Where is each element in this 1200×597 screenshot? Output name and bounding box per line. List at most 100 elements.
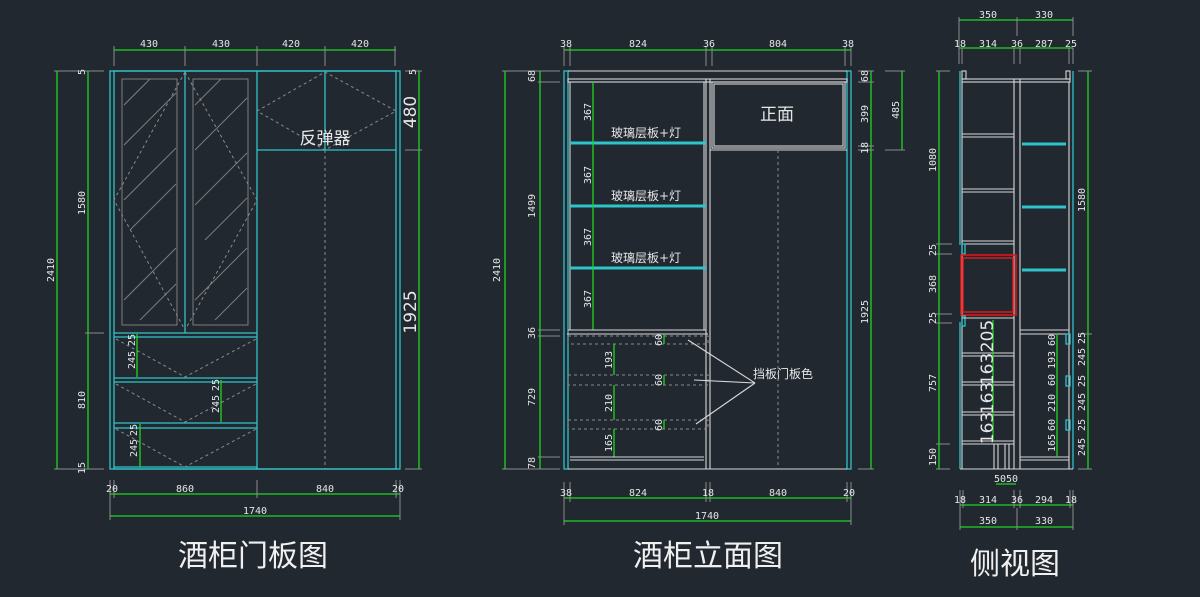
door-bottom-dim-3: 840	[316, 484, 334, 495]
shelf-dim-3: 367	[583, 228, 594, 246]
elev-bottom-dimensions: 38 824 18 840 20 1740	[560, 482, 855, 525]
side-inner-right-dim-6: 165	[1047, 434, 1058, 452]
elev-top-dim-2: 824	[629, 39, 647, 50]
door-view-title: 酒柜门板图	[178, 539, 328, 574]
side-left-dim-5: 757	[928, 374, 939, 392]
door-panel-view: 430 430 420 420	[46, 39, 422, 574]
front-box	[711, 81, 846, 149]
side-view-title: 侧视图	[970, 547, 1060, 582]
drawer-2-height: 245	[211, 395, 222, 413]
side-bottom-inner-1: 18	[954, 495, 966, 506]
side-top-inner-4: 287	[1035, 39, 1053, 50]
side-top-inner-1: 18	[954, 39, 966, 50]
elev-side-panel-left	[563, 70, 569, 470]
baffle-label: 挡板门板色	[753, 366, 813, 381]
side-left-dim-4: 25	[928, 312, 939, 324]
shelf-dim-1: 367	[583, 103, 594, 121]
elev-right-dim-lower: 1925	[860, 300, 871, 324]
door-dim-total-height: 2410	[46, 258, 57, 282]
baffle-dim-3: 60	[654, 419, 665, 431]
side-top-inner-2: 314	[979, 39, 997, 50]
side-view: 350 330 18 314 36 287 25	[928, 10, 1092, 582]
drawer-2-gap: 25	[211, 379, 222, 391]
side-inner-left-dim-1: 205	[978, 320, 998, 352]
elev-top-dim-5: 38	[842, 39, 854, 50]
elevation-view-title: 酒柜立面图	[633, 539, 783, 574]
glass-doors	[113, 71, 258, 469]
side-bottom-inner-5: 18	[1065, 495, 1077, 506]
drawer-1-height: 245	[127, 351, 138, 369]
elev-dim-mid: 36	[527, 327, 538, 339]
baffles	[567, 335, 709, 430]
side-bottom-outer-2: 330	[1035, 516, 1053, 527]
side-inner-left-dim-2: 163	[978, 353, 998, 385]
shelf-dim-2: 367	[583, 166, 594, 184]
side-left-dimensions: 1080 25 368 25 757 150	[928, 70, 952, 470]
space-dim-1: 193	[604, 351, 615, 369]
side-right-dimensions: 1580 25 245 25 245 25 245	[1077, 70, 1092, 470]
door-dim-lower: 810	[77, 391, 88, 409]
door-top-dim-3: 420	[282, 39, 300, 50]
shelf-label-2: 玻璃层板+灯	[611, 189, 681, 203]
elev-right-dimensions: 68 399 18 1925 485	[858, 70, 905, 470]
elev-bottom-dim-2: 824	[629, 488, 647, 499]
glass-panel-right	[192, 78, 249, 326]
side-right-dim-lower-3: 25	[1077, 375, 1088, 387]
door-dim-bottom: 15	[77, 462, 88, 474]
door-right-dimensions: 5 480 1925	[401, 69, 422, 470]
elev-dim-upper: 1499	[527, 194, 538, 218]
elev-side-panel-right	[846, 70, 852, 470]
elev-dim-lower: 729	[527, 388, 538, 406]
side-top-inner-5: 25	[1065, 39, 1077, 50]
side-left-dim-1: 1080	[928, 148, 939, 172]
baffle-leader-lines	[687, 339, 756, 425]
elev-right-dim-top: 68	[860, 70, 871, 82]
glass-panel-left	[121, 78, 178, 326]
shelf-label-1: 玻璃层板+灯	[611, 126, 681, 140]
front-label: 正面	[760, 105, 794, 125]
elev-top-dim-4: 804	[769, 39, 787, 50]
baffle-1	[567, 335, 709, 345]
elev-top-panel	[567, 78, 848, 83]
side-right-dim-upper: 1580	[1077, 188, 1088, 212]
right-doors: 反弹器	[256, 71, 398, 469]
rebound-device-label: 反弹器	[300, 129, 351, 149]
elev-right-dim-box: 399	[860, 105, 871, 123]
elev-top-dim-1: 38	[560, 39, 572, 50]
elev-bottom-dim-1: 38	[560, 488, 572, 499]
side-body: 205 163 163 163 60 193 60 210 60 165	[959, 70, 1074, 470]
elev-overall-width: 1740	[695, 511, 719, 522]
shelf-dim-4: 367	[583, 290, 594, 308]
elev-dim-bottom: 78	[527, 457, 538, 469]
door-overall-width: 1740	[243, 506, 267, 517]
side-left-dim-6: 150	[928, 448, 939, 466]
side-right-dim-lower-6: 245	[1077, 438, 1088, 456]
side-bottom-dimensions: 5050 18 314 36 294 18 350 330	[954, 474, 1077, 530]
side-top-dimensions: 350 330 18 314 36 287 25	[954, 10, 1077, 64]
side-inner-left-dim-4: 163	[978, 412, 998, 444]
side-left-dim-3: 368	[928, 275, 939, 293]
open-niche-highlight	[960, 254, 1017, 316]
side-foot-dims: 5050	[994, 474, 1018, 485]
elev-dim-top: 68	[527, 70, 538, 82]
side-right-dim-lower-1: 25	[1077, 332, 1088, 344]
space-dim-3: 165	[604, 434, 615, 452]
elev-bottom-dim-3: 18	[702, 488, 714, 499]
side-inner-right-dim-2: 193	[1047, 351, 1058, 369]
glass-hatching	[123, 78, 248, 321]
side-inner-left-dim-3: 163	[978, 382, 998, 414]
elev-top-dim-3: 36	[703, 39, 715, 50]
side-top-outer-1: 350	[979, 10, 997, 21]
shelf-label-3: 玻璃层板+灯	[611, 251, 681, 265]
door-bottom-dim-2: 860	[176, 484, 194, 495]
side-inner-right-dim-3: 60	[1047, 374, 1058, 386]
elev-bottom-dim-4: 840	[769, 488, 787, 499]
door-right-dim-top: 5	[408, 69, 419, 75]
side-inner-right-dim-1: 60	[1047, 334, 1058, 346]
side-left-dim-2: 25	[928, 244, 939, 256]
door-inner-frame	[113, 70, 397, 470]
elevation-view: 38 824 36 804 38 玻璃层板+灯 玻璃层板+灯 玻璃层板+灯 36…	[492, 39, 905, 574]
door-bottom-dimensions: 20 860 840 20 1740	[106, 480, 404, 520]
door-bottom-dim-1: 20	[106, 484, 118, 495]
